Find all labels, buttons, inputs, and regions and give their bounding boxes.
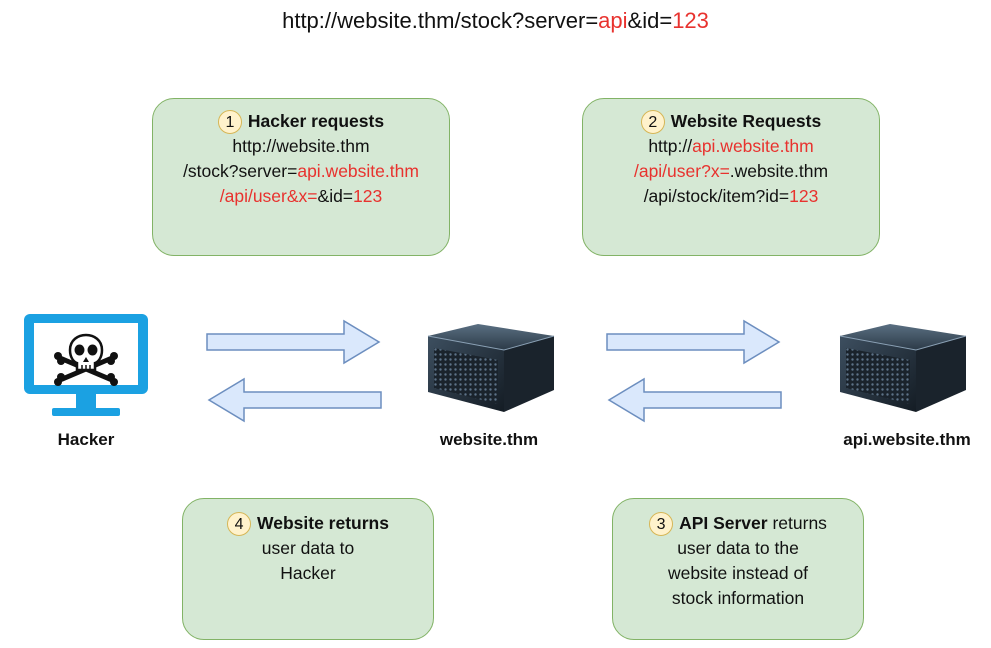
- step3-badge: 3: [649, 512, 674, 537]
- step1-badge: 1: [217, 110, 242, 135]
- step1-line2-prefix: /stock?server=: [183, 161, 298, 182]
- arrow-hacker-to-website: [206, 319, 381, 365]
- website-label: website.thm: [439, 430, 539, 449]
- step1-line3-id: 123: [353, 186, 383, 207]
- step2-badge: 2: [640, 110, 665, 135]
- step2-line1-prefix: http://: [648, 136, 693, 157]
- arrow-website-to-hacker: [207, 377, 382, 423]
- step4-badge: 4: [227, 512, 252, 537]
- api-server-icon: [839, 324, 967, 412]
- step2-line1: http://api.website.thm: [583, 134, 879, 159]
- step2-line3-red: 123: [789, 186, 819, 207]
- step1-line3-red: /api/user&x=: [219, 186, 318, 207]
- step3-line1: user data to the: [677, 538, 799, 559]
- arrow-api-to-website: [607, 377, 782, 423]
- step1-line2: /stock?server=api.website.thm: [153, 159, 449, 184]
- step1-line3-mid: &id=: [317, 186, 354, 207]
- step1-line2-red: api.website.thm: [297, 161, 419, 182]
- hacker-monitor-icon: [24, 314, 148, 416]
- step2-title: Website Requests: [670, 111, 822, 131]
- api-label: api.website.thm: [843, 430, 971, 449]
- step2-line2: /api/user?x=.website.thm: [583, 159, 879, 184]
- step3-line3: stock information: [671, 588, 805, 609]
- url-server-value: api: [598, 8, 628, 33]
- arrow-website-to-api: [606, 319, 781, 365]
- url-middle: &id=: [627, 8, 673, 33]
- step4-line1: user data to: [261, 538, 355, 559]
- step3-title: API Server: [679, 513, 768, 533]
- website-server-icon: [427, 324, 555, 412]
- step3-title-suffix: returns: [767, 513, 827, 533]
- step3-line2: website instead of: [667, 563, 809, 584]
- step1-line1: http://website.thm: [232, 136, 370, 157]
- step4-title: Website returns: [257, 513, 389, 533]
- step1-title: Hacker requests: [247, 111, 385, 131]
- step2-line3: /api/stock/item?id=123: [583, 184, 879, 209]
- request-url: http://website.thm/stock?server=api&id=1…: [0, 8, 991, 34]
- step4-line2: Hacker: [280, 563, 336, 584]
- step2-line3-prefix: /api/stock/item?id=: [643, 186, 790, 207]
- url-prefix: http://website.thm/stock?server=: [282, 8, 599, 33]
- step2-line1-red: api.website.thm: [692, 136, 814, 157]
- skull-crossbones-icon: [54, 333, 118, 386]
- step2-line2-red: /api/user?x=: [633, 161, 730, 182]
- url-id-value: 123: [672, 8, 709, 33]
- step2-line2-suffix: .website.thm: [729, 161, 829, 182]
- hacker-label: Hacker: [57, 430, 115, 449]
- step1-line3: /api/user&x=&id=123: [153, 184, 449, 209]
